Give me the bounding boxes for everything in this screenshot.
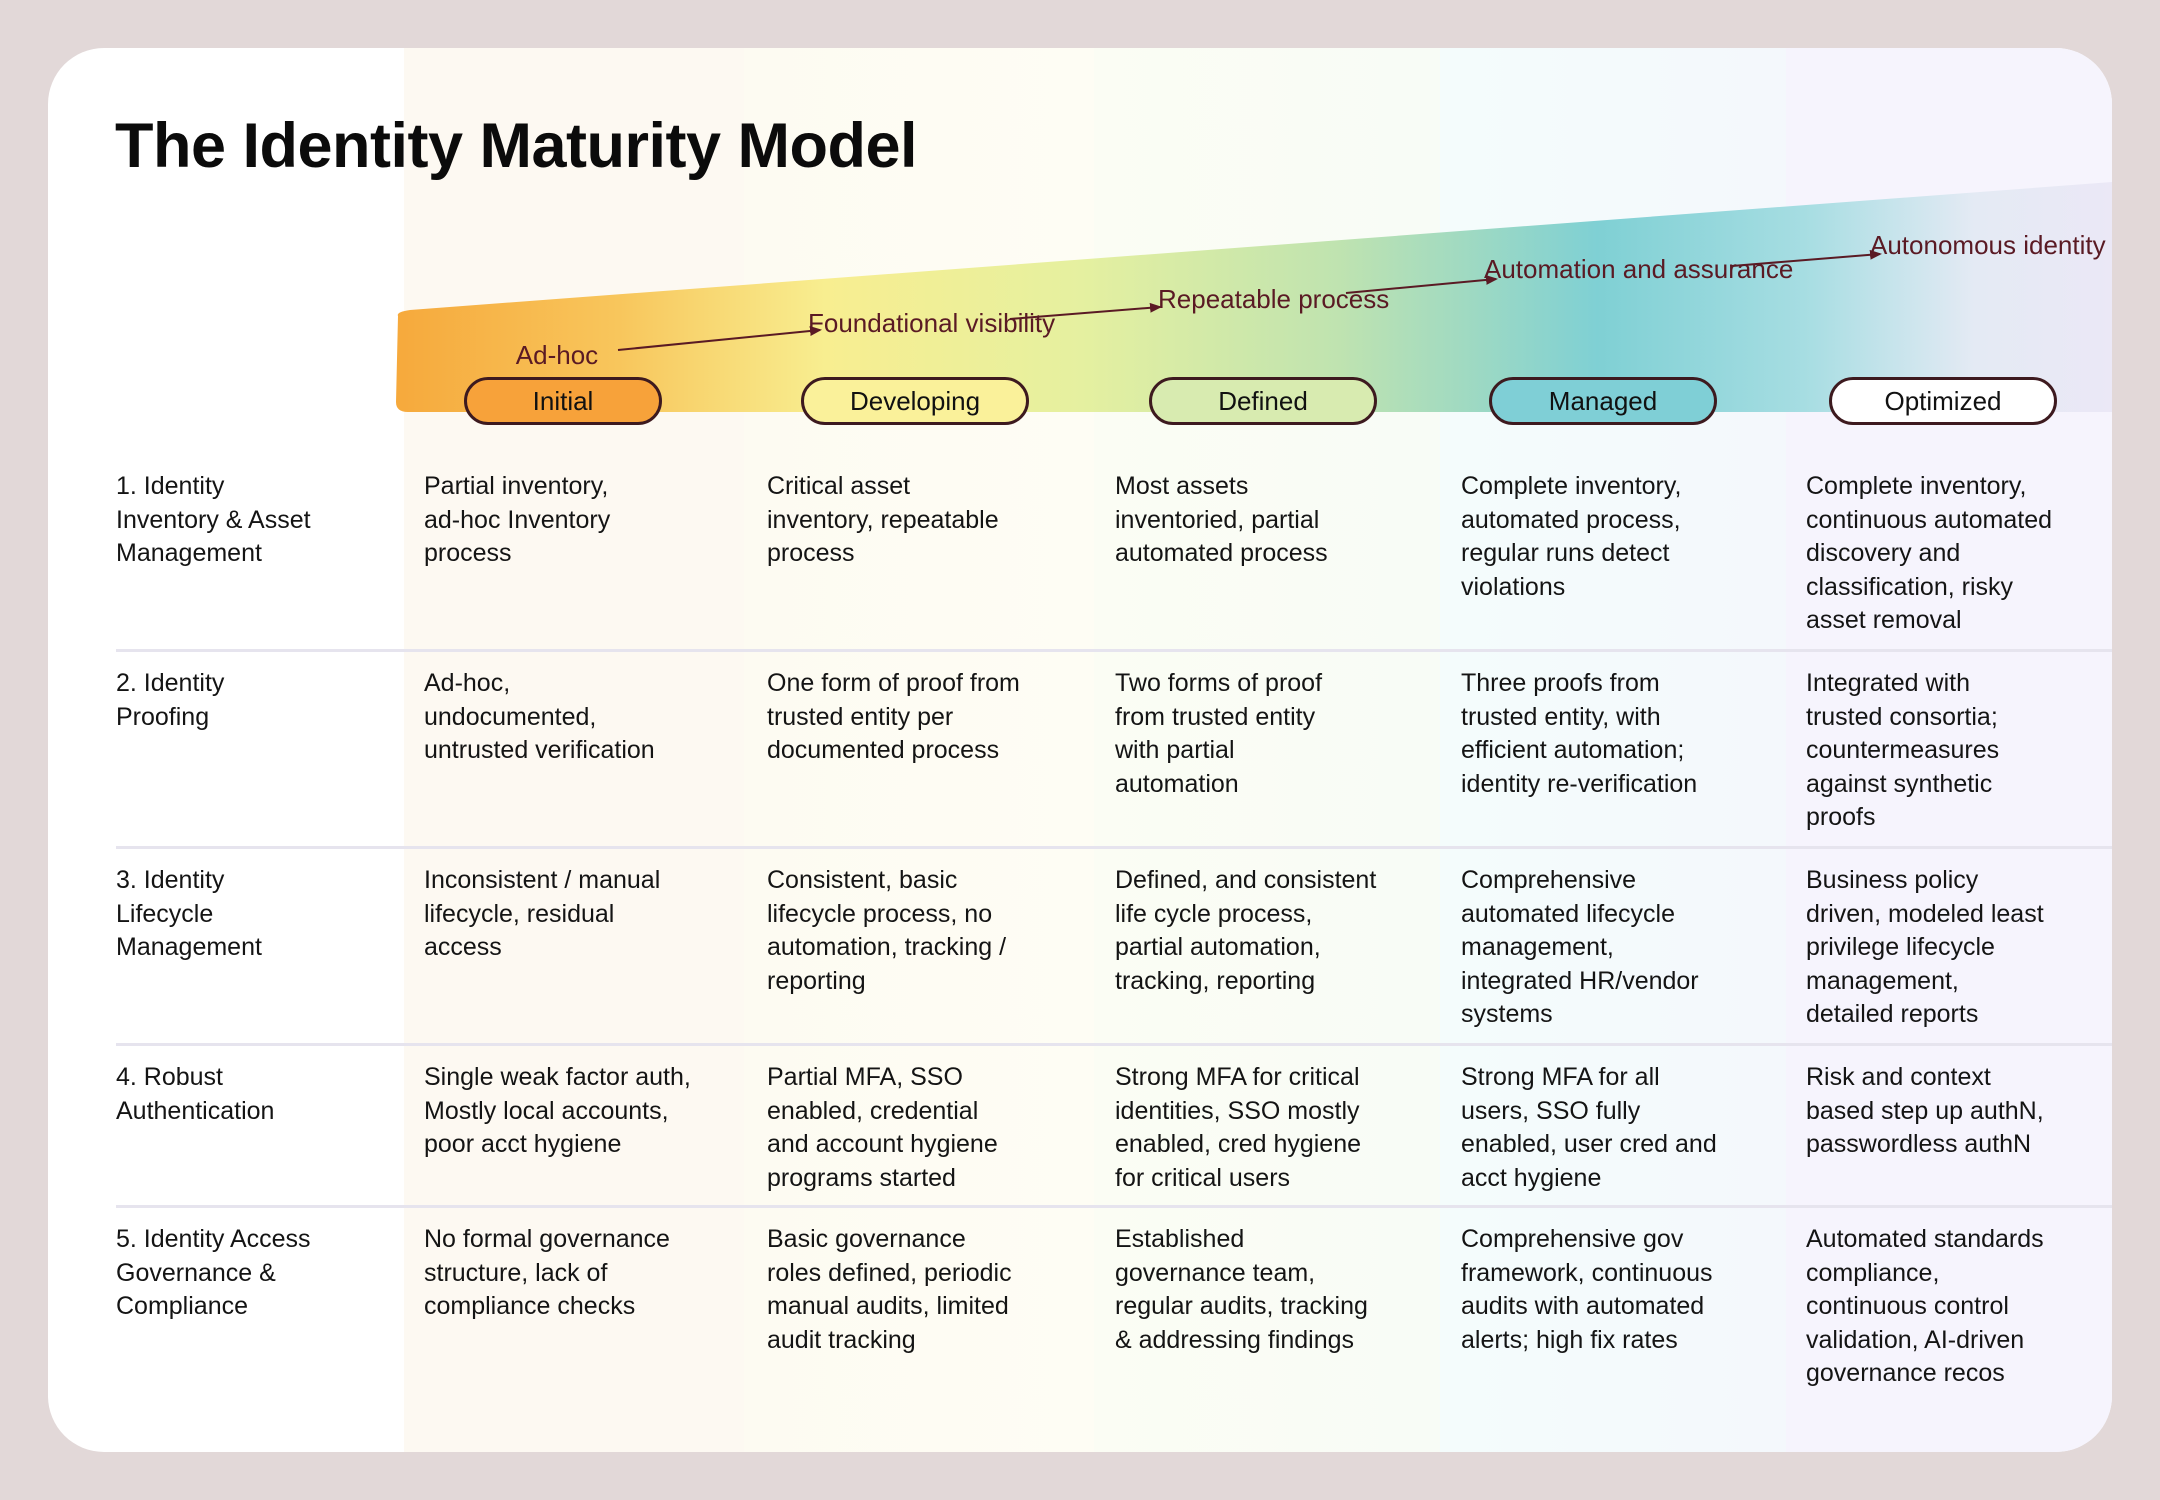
page-title: The Identity Maturity Model [115, 111, 918, 181]
cell-developing: One form of proof from trusted entity pe… [767, 669, 1020, 764]
cell-optimized: Complete inventory, continuous automated… [1806, 472, 2053, 634]
maturity-ramp [396, 182, 2112, 412]
ramp-shape [396, 182, 2112, 412]
cell-optimized: Automated standards compliance, continuo… [1806, 1225, 2044, 1387]
stage-label-automation: Automation and assurance [1484, 254, 1794, 284]
cell-defined: Defined, and consistent life cycle proce… [1115, 866, 1377, 995]
row-separator [116, 846, 2112, 849]
row-separator [116, 1043, 2112, 1046]
dimension-label: 2. Identity Proofing [116, 669, 225, 731]
dimension-label: 1. Identity Inventory & Asset Management [116, 472, 311, 567]
arrow-1 [617, 326, 822, 351]
stage-label-ad-hoc: Ad-hoc [515, 340, 599, 370]
stage-label-repeatable: Repeatable process [1158, 284, 1390, 314]
cell-optimized: Risk and context based step up authN, pa… [1806, 1063, 2044, 1158]
cell-defined: Most assets inventoried, partial automat… [1115, 472, 1328, 567]
cell-initial: Ad-hoc, undocumented, untrusted verifica… [424, 669, 655, 764]
cell-managed: Comprehensive automated lifecycle manage… [1461, 866, 1699, 1028]
level-pill-initial: Initial [464, 377, 662, 425]
dimension-label: 3. Identity Lifecycle Management [116, 866, 262, 961]
cell-developing: Basic governance roles defined, periodic… [767, 1225, 1012, 1354]
cell-managed: Strong MFA for all users, SSO fully enab… [1461, 1063, 1717, 1192]
dimension-label: 5. Identity Access Governance & Complian… [116, 1225, 311, 1320]
arrow-2 [1009, 302, 1162, 320]
initial-column-tint [404, 48, 744, 1452]
cell-initial: Partial inventory, ad-hoc Inventory proc… [424, 472, 611, 567]
cell-initial: No formal governance structure, lack of … [424, 1225, 670, 1320]
level-pill-developing: Developing [801, 377, 1029, 425]
level-pill-defined: Defined [1149, 377, 1377, 425]
cell-optimized: Integrated with trusted consortia; count… [1806, 669, 2000, 831]
dimension-label: 4. Robust Authentication [116, 1063, 275, 1125]
cell-managed: Three proofs from trusted entity, with e… [1461, 669, 1698, 798]
row-separator [116, 649, 2112, 652]
stage-label-foundational: Foundational visibility [808, 308, 1056, 338]
cell-managed: Comprehensive gov framework, continuous … [1461, 1225, 1713, 1354]
stage-label-autonomous: Autonomous identity [1870, 230, 2106, 260]
cell-initial: Single weak factor auth, Mostly local ac… [424, 1063, 691, 1158]
cell-defined: Established governance team, regular aud… [1115, 1225, 1368, 1354]
level-pill-optimized: Optimized [1829, 377, 2057, 425]
cell-defined: Two forms of proof from trusted entity w… [1115, 669, 1323, 798]
cell-developing: Consistent, basic lifecycle process, no … [767, 866, 1007, 995]
cell-developing: Partial MFA, SSO enabled, credential and… [767, 1063, 998, 1192]
cell-managed: Complete inventory, automated process, r… [1461, 472, 1682, 601]
maturity-model-card: The Identity Maturity Model [48, 48, 2112, 1452]
cell-developing: Critical asset inventory, repeatable pro… [767, 472, 999, 567]
arrow-4 [1731, 249, 1882, 267]
arrow-3 [1345, 274, 1498, 294]
cell-optimized: Business policy driven, modeled least pr… [1806, 866, 2044, 1028]
level-pill-managed: Managed [1489, 377, 1717, 425]
cell-defined: Strong MFA for critical identities, SSO … [1115, 1063, 1362, 1192]
row-separator [116, 1205, 2112, 1208]
cell-initial: Inconsistent / manual lifecycle, residua… [424, 866, 661, 961]
